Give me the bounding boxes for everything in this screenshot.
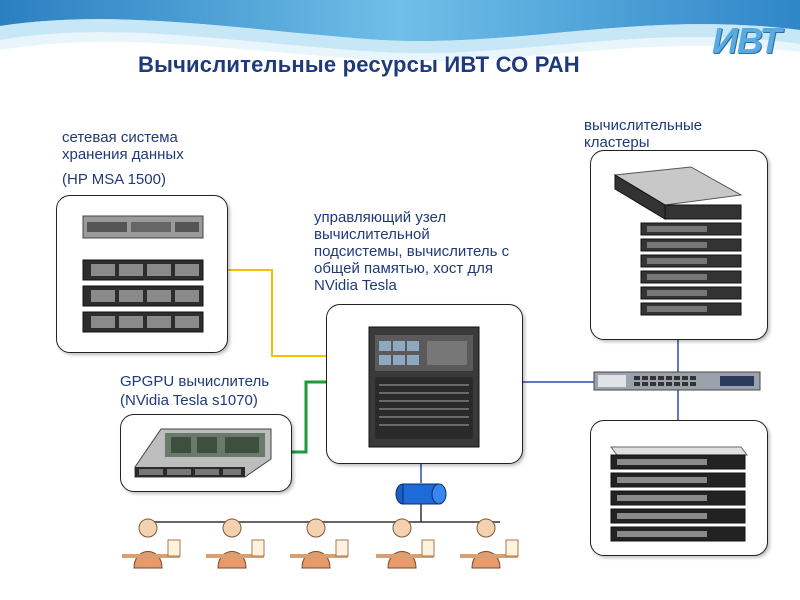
cluster-top-box[interactable] <box>590 150 768 340</box>
user-icon <box>376 518 435 569</box>
clusters-label: вычислительные кластеры <box>584 117 703 151</box>
storage-box[interactable] <box>56 195 228 353</box>
user-bus-line <box>150 503 500 523</box>
user-icon <box>460 518 519 569</box>
control-node-box[interactable] <box>326 304 523 464</box>
control-node-label: управляющий узел вычислительной подсисте… <box>314 209 510 294</box>
page-title: Вычислительные ресурсы ИВТ СО РАН <box>138 52 580 77</box>
rack-cluster-icon <box>613 166 743 316</box>
storage-link-line <box>226 269 326 357</box>
storage-server-icon <box>82 215 204 333</box>
network-hub-icon <box>395 483 447 505</box>
logo-ivt: ИВТ <box>712 20 782 61</box>
user-icon <box>122 518 181 569</box>
gpgpu-link-line <box>290 380 326 454</box>
user-icon <box>206 518 265 569</box>
cluster-bottom-box[interactable] <box>590 420 768 556</box>
storage-label: сетевая система хранения данных (HP MSA … <box>62 129 184 188</box>
gpgpu-box[interactable] <box>120 414 292 492</box>
network-switch-icon <box>593 371 761 391</box>
user-icon <box>290 518 349 569</box>
gpu-server-icon <box>134 428 272 478</box>
users-group <box>122 518 519 569</box>
header-wave-background <box>0 0 800 62</box>
rack-servers-icon <box>610 446 748 542</box>
server-tower-icon <box>368 326 480 448</box>
gpgpu-label: GPGPU вычислитель (NVidia Tesla s1070) <box>120 373 270 409</box>
